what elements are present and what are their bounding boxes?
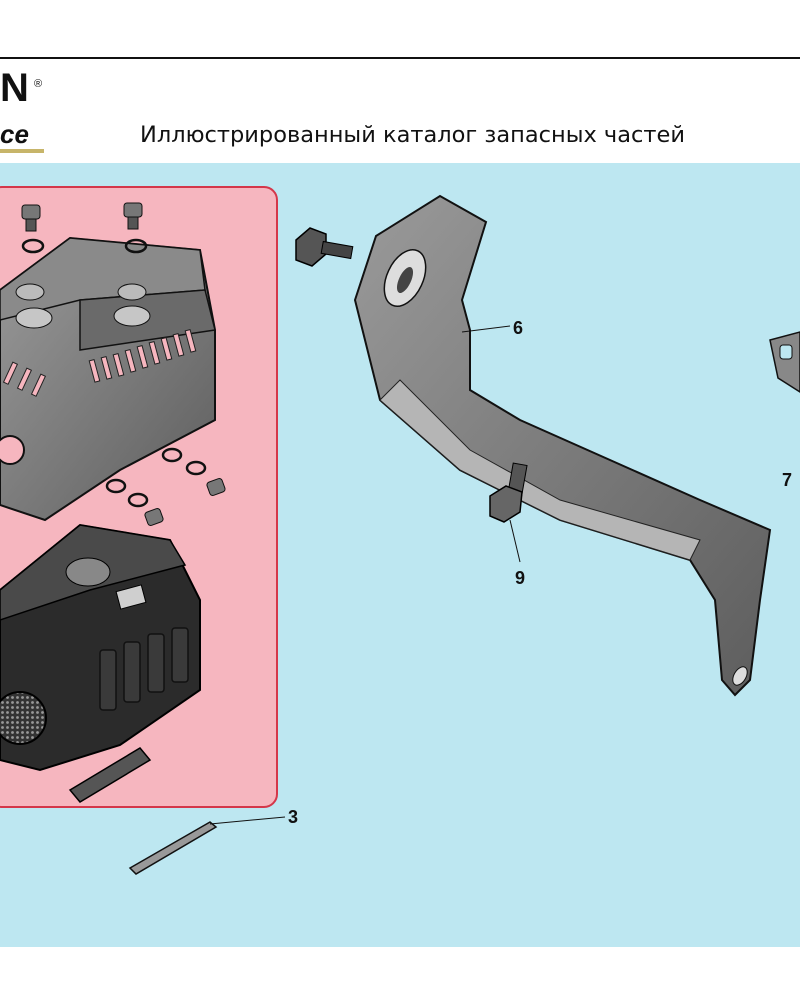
registered-mark: ® — [34, 78, 43, 90]
gasket-part-3 — [128, 816, 286, 875]
brand-logo-subtitle: ce — [0, 119, 29, 149]
callout-6: 6 — [513, 318, 524, 338]
callout-7: 7 — [782, 470, 793, 490]
brand-accent-bar — [0, 149, 44, 153]
flange-bolt-top — [295, 227, 354, 267]
page-footer-margin — [0, 947, 800, 1000]
heat-shield-cover — [0, 236, 216, 522]
callout-9: 9 — [515, 568, 526, 588]
page-title: Иллюстрированный каталог запасных частей — [140, 122, 685, 148]
bracket-part-6 — [353, 194, 772, 697]
cover-screws — [21, 202, 226, 526]
muffler-body — [0, 523, 201, 803]
header-rule — [0, 57, 800, 59]
brand-logo: N — [0, 66, 29, 110]
callout-3: 3 — [288, 807, 299, 827]
clip-part-7 — [769, 331, 800, 393]
bolt-part-9 — [489, 462, 528, 563]
